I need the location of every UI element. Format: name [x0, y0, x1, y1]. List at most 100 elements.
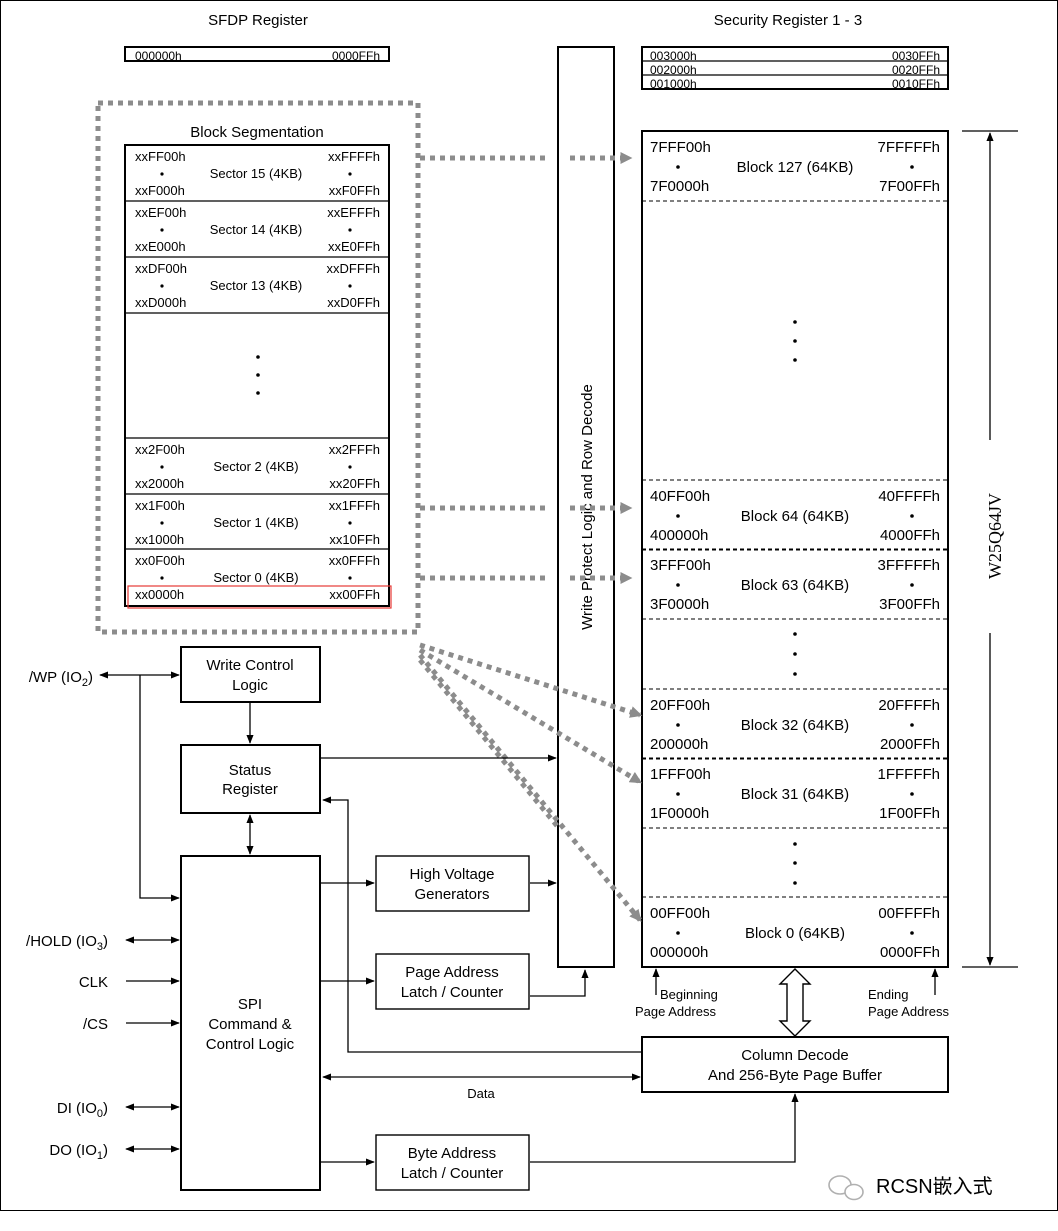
sector-0-highlight [127, 585, 392, 609]
sector-bottom-right-address: xx20FFh [329, 476, 380, 491]
dot [160, 228, 164, 232]
high-voltage-line: Generators [414, 886, 489, 903]
block-top-right-address: 20FFFFh [878, 697, 940, 714]
sector-bottom-right-address: xx10FFh [329, 532, 380, 547]
block-bottom-left-address: 200000h [650, 736, 708, 753]
ending-page-label: Page Address [868, 1004, 949, 1019]
mapping-arrows [418, 152, 643, 922]
write-protect-label: Write Protect Logic and Row Decode [579, 384, 596, 630]
page-address-latch-block [375, 953, 530, 1010]
wechat-icon [828, 1175, 864, 1201]
dot [676, 165, 680, 169]
dot [910, 792, 914, 796]
dot [910, 723, 914, 727]
dot [676, 931, 680, 935]
sector-bottom-right-address: xxD0FFh [327, 295, 380, 310]
dot [160, 521, 164, 525]
pin-do: DO (IO1) [49, 1142, 108, 1162]
sector-top-right-address: xxEFFFh [327, 205, 380, 220]
block-top-left-address: 40FF00h [650, 488, 710, 505]
sector-bottom-left-address: xxE000h [135, 239, 186, 254]
memory-ellipsis [793, 320, 797, 885]
block-label: Block 63 (64KB) [741, 577, 849, 594]
block-label: Block 0 (64KB) [745, 925, 845, 942]
beginning-page-label: Page Address [635, 1004, 716, 1019]
signal-wires [99, 671, 939, 1166]
sector-bottom-left-address: xx1000h [135, 532, 184, 547]
spi-line: SPI [238, 996, 262, 1013]
block-top-left-address: 20FF00h [650, 697, 710, 714]
sfdp-start: 000000h [135, 49, 182, 63]
block-bottom-right-address: 2000FFh [880, 736, 940, 753]
sector-ellipsis [256, 355, 260, 395]
sector-bottom-right-address: xx00FFh [329, 587, 380, 602]
dot [676, 583, 680, 587]
block-label: Block 31 (64KB) [741, 786, 849, 803]
security-row-end: 0030FFh [892, 49, 940, 63]
block-bottom-right-address: 4000FFh [880, 527, 940, 544]
dot [676, 514, 680, 518]
sector-label: Sector 0 (4KB) [213, 570, 298, 585]
block-bottom-left-address: 7F0000h [650, 178, 709, 195]
sector-bottom-left-address: xxF000h [135, 183, 185, 198]
dot [910, 514, 914, 518]
security-title: Security Register 1 - 3 [714, 12, 862, 29]
security-row-end: 0010FFh [892, 77, 940, 91]
column-decode-line: Column Decode [741, 1047, 849, 1064]
dot [348, 284, 352, 288]
sector-top-right-address: xxDFFFh [327, 261, 380, 276]
block-top-right-address: 7FFFFFh [878, 139, 941, 156]
dot [160, 576, 164, 580]
dot [348, 521, 352, 525]
dot [676, 792, 680, 796]
high-voltage-line: High Voltage [409, 866, 494, 883]
chip-name: W25Q64JV [985, 493, 1005, 579]
byte-address-latch-block [375, 1134, 530, 1191]
dot [160, 172, 164, 176]
pin-labels: /WP (IO2) /HOLD (IO3) CLK /CS DI (IO0) D… [26, 669, 108, 1162]
pin-cs: /CS [83, 1016, 108, 1033]
spi-control-logic-block [180, 855, 321, 1191]
dot [348, 228, 352, 232]
watermark-text: RCSN嵌入式 [876, 1175, 993, 1198]
sfdp-title: SFDP Register [208, 12, 308, 29]
dot [910, 165, 914, 169]
sector-label: Sector 13 (4KB) [210, 278, 303, 293]
page-buffer-bus-arrow [778, 968, 812, 1037]
sector-top-right-address: xxFFFFh [328, 149, 380, 164]
sector-top-left-address: xx1F00h [135, 498, 185, 513]
sector-label: Sector 14 (4KB) [210, 222, 303, 237]
watermark: RCSN嵌入式 [828, 1175, 993, 1201]
block-bottom-left-address: 000000h [650, 944, 708, 961]
spi-line: Command & [208, 1016, 291, 1033]
data-bus-label: Data [467, 1086, 495, 1101]
sfdp-register-box [124, 46, 390, 62]
dot [348, 465, 352, 469]
block-top-right-address: 40FFFFh [878, 488, 940, 505]
page-address-line: Page Address [405, 964, 498, 981]
block-top-left-address: 00FF00h [650, 905, 710, 922]
dot [910, 931, 914, 935]
beginning-page-label: Beginning [660, 987, 718, 1002]
dot [676, 723, 680, 727]
write-control-logic-block [180, 646, 321, 703]
status-register-block [180, 744, 321, 814]
sector-label: Sector 1 (4KB) [213, 515, 298, 530]
block-bottom-left-address: 3F0000h [650, 596, 709, 613]
pin-hold: /HOLD (IO3) [26, 933, 108, 953]
sfdp-end: 0000FFh [332, 49, 380, 63]
dot [160, 465, 164, 469]
block-top-right-address: 00FFFFh [878, 905, 940, 922]
block-bottom-left-address: 1F0000h [650, 805, 709, 822]
